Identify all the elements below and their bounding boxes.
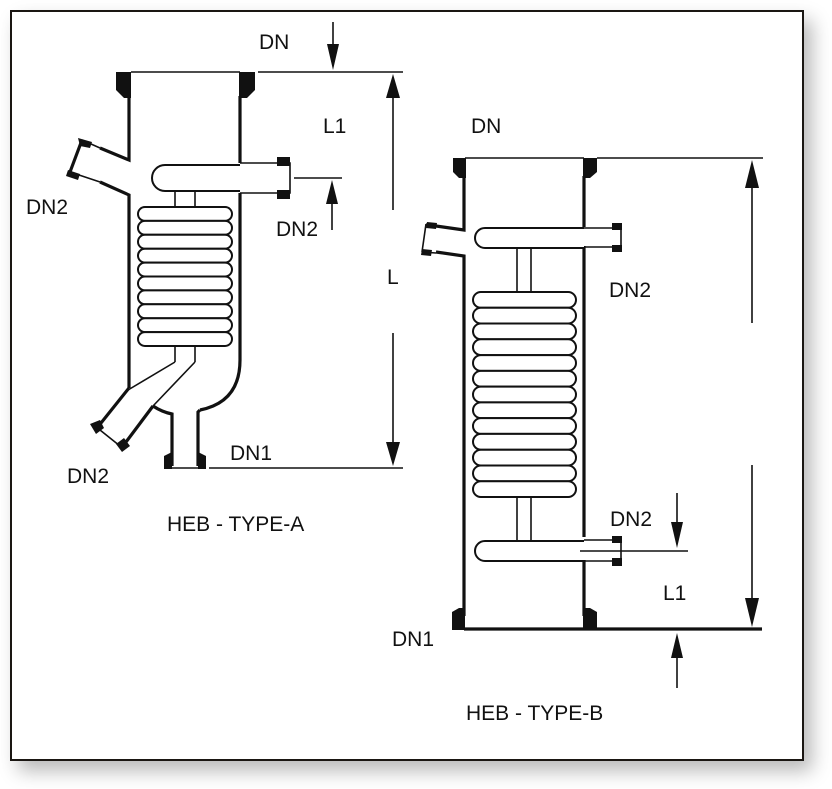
type-b-left-nozzle-flange-top	[426, 222, 437, 229]
type-a-right-wall-lower	[199, 193, 242, 412]
type-b-coil-turn	[472, 322, 577, 341]
type-a-l-arrow-down-icon	[386, 442, 400, 466]
type-a-coil-turn	[137, 219, 233, 236]
type-a-label-dn: DN	[259, 31, 289, 54]
type-b-coil-turn	[472, 338, 577, 357]
type-a-coil-turn	[137, 317, 233, 334]
type-b-coil-turn	[472, 432, 577, 451]
type-a-diag-tube-top	[127, 361, 176, 391]
type-a-bottom-flange-right	[198, 452, 206, 469]
type-b-upper-nozzle-flange-bottom	[612, 245, 622, 252]
type-b-coil-turn	[472, 464, 577, 483]
type-b-left-nozzle-face	[421, 223, 427, 253]
type-b-coil-bundle	[472, 291, 577, 499]
type-b-label-dn2-upper: DN2	[609, 279, 651, 302]
type-a-top-flange-right	[239, 72, 255, 98]
type-a-right-nozzle-flange-top	[277, 157, 290, 166]
type-a-upper-header-tube	[151, 164, 240, 192]
type-b-coil-turn	[472, 448, 577, 467]
type-a-coil-turn	[137, 303, 233, 320]
type-b-upper-nozzle-flange-top	[612, 223, 622, 230]
diagram-frame	[10, 10, 804, 761]
type-b-coil-turn	[472, 480, 577, 499]
type-b-bottom-flange-right	[583, 608, 597, 630]
type-b-label-dn: DN	[471, 115, 501, 138]
type-b-label-dn2-lower: DN2	[610, 508, 652, 531]
type-a-diag-flange-b	[116, 438, 130, 452]
type-b-l-arrow-up-icon	[745, 160, 759, 188]
type-b-dn2-arrow-icon	[671, 522, 683, 548]
type-a-coil-turn	[137, 233, 233, 250]
type-a-coil-turn	[137, 331, 233, 348]
type-b-diagram: DN DN2 DN2 L1 DN1 HEB - TYPE-B	[392, 115, 763, 725]
type-a-right-nozzle-flange-bottom	[277, 190, 290, 199]
type-b-lower-nozzle-flange-bottom	[612, 558, 622, 566]
type-b-left-wall-lower	[435, 250, 466, 616]
type-a-title: HEB - TYPE-A	[167, 513, 304, 536]
type-b-coil-turn	[472, 385, 577, 404]
type-a-bottom-outlet-right	[196, 408, 202, 466]
type-a-coil-turn	[137, 275, 233, 292]
type-b-left-nozzle-flange-bottom	[421, 249, 432, 256]
type-b-bottom-flange-left	[452, 608, 465, 630]
type-a-coil-turn	[137, 261, 233, 278]
type-a-label-l: L	[387, 266, 399, 289]
type-a-label-dn2-lower-left: DN2	[67, 465, 109, 488]
type-a-right-nozzle	[240, 162, 291, 194]
type-a-coil-turn	[137, 206, 233, 222]
type-b-top-flange-right	[583, 158, 597, 178]
type-a-left-wall-upper	[99, 96, 131, 163]
type-b-upper-right-nozzle	[584, 227, 622, 248]
type-b-left-wall-upper	[435, 176, 466, 232]
type-a-bottom-flange-left	[164, 452, 172, 469]
type-a-diag-tube-bottom	[152, 361, 196, 407]
type-b-coil-turn	[472, 306, 577, 325]
type-b-coil-turn	[472, 354, 577, 372]
type-b-lower-header-tube	[474, 540, 584, 562]
type-a-label-dn2-upper-left: DN2	[26, 196, 68, 219]
type-a-l-arrow-up-icon	[386, 74, 400, 98]
type-b-coil-turn	[472, 291, 577, 309]
type-b-l-arrow-down-icon	[745, 598, 759, 627]
type-a-coil-bundle	[137, 206, 233, 348]
type-a-left-wall-lower	[99, 180, 131, 388]
type-b-coil-turn	[472, 417, 577, 435]
type-a-diag-outer-upper	[95, 387, 131, 429]
type-a-diagram: DN L1 L DN2 DN2 DN2 DN1 HEB - TYPE-A	[26, 22, 403, 536]
type-a-label-l1: L1	[323, 115, 346, 138]
type-b-coil-turn	[472, 401, 577, 420]
type-a-bottom-dome-left	[152, 404, 174, 466]
type-b-title: HEB - TYPE-B	[466, 702, 603, 725]
type-a-coil-turn	[137, 289, 233, 306]
type-a-diag-outer-lower	[121, 405, 155, 447]
type-a-label-dn1: DN1	[230, 442, 272, 465]
type-a-coil-turn	[137, 247, 233, 264]
type-a-dn2-arrow-icon	[326, 180, 338, 204]
type-b-l1-arrow-icon	[671, 633, 683, 658]
type-b-lower-nozzle-flange-top	[612, 536, 622, 543]
type-b-coil-turn	[472, 369, 577, 388]
type-a-label-dn2-right: DN2	[276, 218, 318, 241]
type-b-label-dn1: DN1	[392, 628, 434, 651]
type-a-top-flange-left	[116, 72, 131, 98]
type-b-top-flange-left	[453, 158, 466, 178]
type-b-label-l1: L1	[663, 582, 686, 605]
type-a-diag-flange-a	[90, 420, 104, 434]
type-b-upper-header-tube	[474, 227, 584, 249]
type-a-dn-arrow-icon	[327, 44, 339, 70]
type-a-left-nozzle-flange-top	[78, 138, 92, 148]
type-a-left-nozzle-flange-bottom	[66, 170, 80, 180]
